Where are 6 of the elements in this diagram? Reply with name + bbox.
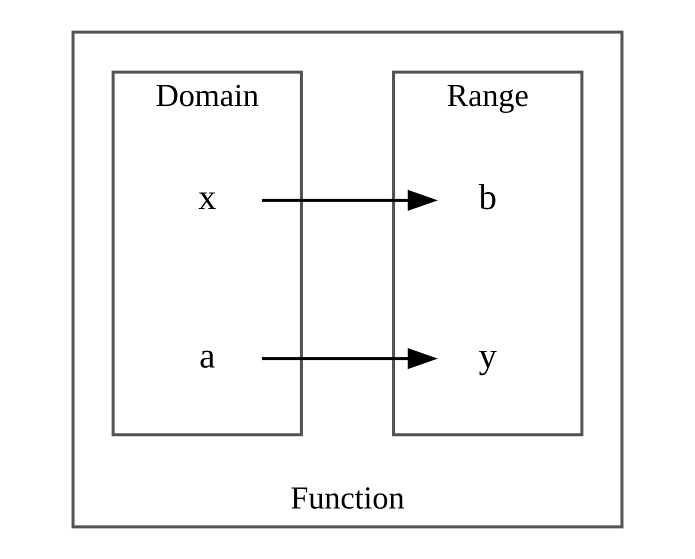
node-text: y [478,335,497,376]
node-text: x [198,177,216,218]
arrow [262,348,438,370]
node-text: a [199,335,216,376]
node-text: b [478,177,497,218]
arrow [262,190,438,211]
